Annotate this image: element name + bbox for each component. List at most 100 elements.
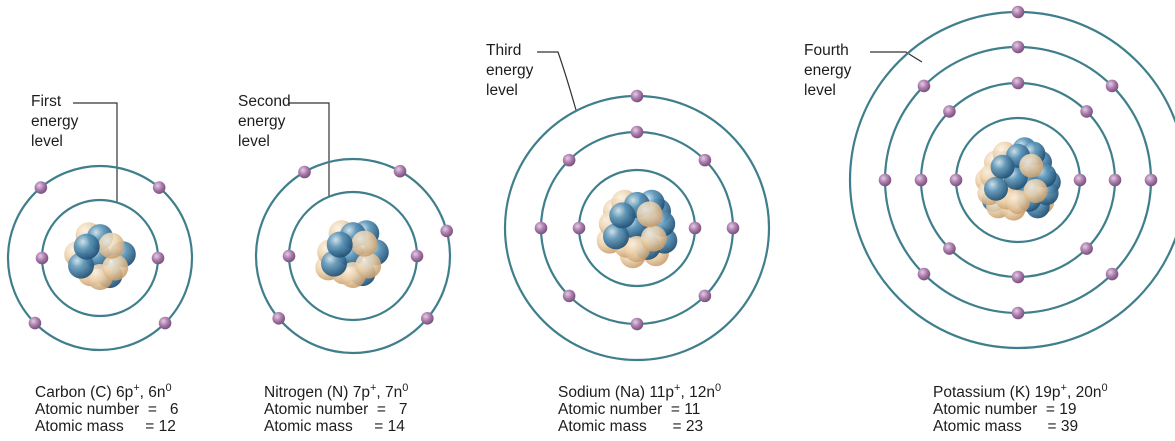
label-third-energy-level: Third energy level [486,41,533,101]
neutron-count: 6 [148,384,157,401]
atomic-mass-value: 14 [387,418,405,435]
electron [943,105,956,118]
neutron-count: 7 [385,384,394,401]
electron [562,289,576,303]
atomic-number-row: Atomic number = 19 [933,401,1077,418]
label-line: energy [804,62,852,79]
neutron [98,232,125,259]
leader-line-3 [537,51,577,111]
element-title: Nitrogen (N) 7p+, 7n0 [264,382,409,402]
proton-count: 7 [352,384,362,401]
atomic-number-row: Atomic number = 11 [558,401,701,418]
label-second-energy-level: Second energy level [238,92,291,152]
electron [572,221,586,235]
electron [1011,76,1025,90]
element-name: Nitrogen (N) [264,384,349,401]
atomic-mass-label: Atomic mass [558,418,647,435]
atomic-number-label: Atomic number [558,401,663,418]
neutron [1006,190,1030,214]
neutron-charge: 0 [165,382,172,394]
electron [949,173,963,187]
element-name: Sodium (Na) [558,384,645,401]
electron [1011,306,1025,320]
electron [688,221,702,235]
electron [393,164,407,178]
atomic-mass-label: Atomic mass [933,418,1022,435]
neutron [636,201,663,228]
atomic-mass-value: 23 [685,418,704,435]
caption-sodium: Sodium (Na) 11p+, 12n0 Atomic number = 1… [558,382,722,436]
proton [326,231,353,258]
electron [1073,173,1087,187]
electron [298,165,311,179]
label-line: level [486,82,518,99]
electron [630,317,644,331]
neutron-count: 12 [689,384,707,401]
element-name: Potassium (K) [933,384,1031,401]
electron [943,242,956,255]
electron [158,316,172,330]
electron [917,267,931,281]
electron [410,249,424,263]
atomic-number-row: Atomic number = 6 [35,401,179,418]
atomic-number-label: Atomic number [933,401,1038,418]
neutron-charge: 0 [1101,382,1108,394]
electron [1011,270,1025,284]
proton [73,233,100,260]
proton-count: 19 [1034,384,1052,401]
electron [1011,40,1025,54]
electron [562,153,576,167]
orbit-shell-2 [254,157,452,355]
electron [272,312,285,325]
neutron-charge: 0 [714,382,722,394]
atomic-mass-row: Atomic mass = 39 [933,418,1079,435]
electron [1144,173,1158,187]
caption-carbon: Carbon (C) 6p+, 6n0 Atomic number = 6 At… [35,382,179,436]
proton-charge: + [674,382,681,394]
electron [1011,5,1025,19]
electron [28,316,42,330]
leader-line-2 [289,102,330,196]
atomic-mass-label: Atomic mass [35,418,124,435]
electron [698,289,712,303]
label-line: energy [486,62,534,79]
caption-potassium: Potassium (K) 19p+, 20n0 Atomic number =… [933,382,1108,436]
label-first-energy-level: First energy level [31,92,78,152]
electron [534,221,548,235]
label-line: energy [238,113,286,130]
electron [1108,173,1122,187]
atomic-mass-label: Atomic mass [264,418,353,435]
atomic-mass-row: Atomic mass = 12 [35,418,176,435]
atomic-mass-value: 39 [1060,418,1079,435]
electron [152,181,166,194]
proton-charge: + [1060,382,1067,394]
electron [1080,242,1093,255]
neutron [351,230,378,257]
neutron-count: 20 [1075,384,1093,401]
electron [914,173,928,187]
label-fourth-energy-level: Fourth energy level [804,41,851,101]
neutron [102,254,129,281]
proton [603,223,629,250]
label-line: level [238,133,270,150]
atomic-mass-row: Atomic mass = 14 [264,418,405,435]
element-title: Sodium (Na) 11p+, 12n0 [558,382,722,402]
neutron [1023,179,1048,203]
neutron [355,252,382,279]
atomic-mass-row: Atomic mass = 23 [558,418,704,435]
atomic-mass-value: 12 [158,418,176,435]
electron [630,89,644,103]
proton-charge: + [369,382,377,394]
orbit-shell-2 [6,164,194,352]
element-title: Carbon (C) 6p+, 6n0 [35,382,172,402]
electron [630,125,644,139]
label-line: Fourth [804,42,849,59]
label-line: level [804,82,836,99]
label-line: energy [31,113,79,130]
neutron-charge: 0 [402,382,409,394]
atomic-number-value: 11 [684,401,701,418]
neutron [1019,153,1044,178]
label-line: First [31,93,62,110]
electron [698,153,712,167]
electron [917,79,931,93]
